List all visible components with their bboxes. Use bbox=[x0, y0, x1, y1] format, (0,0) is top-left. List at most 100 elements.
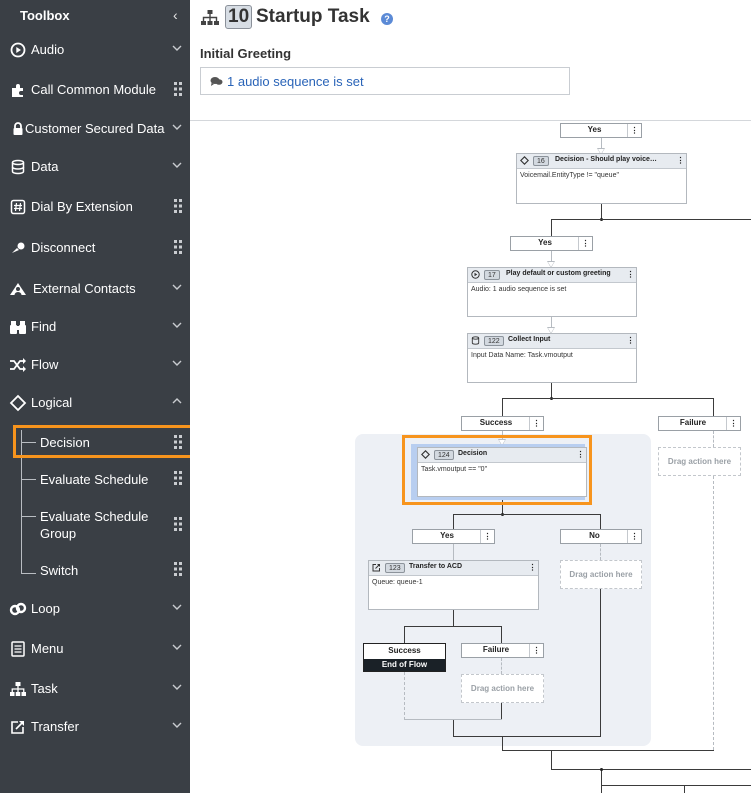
path-menu-icon[interactable]: ⋮ bbox=[529, 644, 543, 657]
toolbox-item-dial-by-extension[interactable]: Dial By Extension bbox=[0, 189, 190, 225]
path-failure[interactable]: Failure ⋮ bbox=[461, 643, 544, 658]
toolbox-item-external-contacts[interactable]: External Contacts bbox=[0, 271, 190, 307]
loop-icon bbox=[9, 600, 27, 618]
chevron-down-icon[interactable] bbox=[172, 122, 182, 132]
drag-grip-icon[interactable] bbox=[174, 471, 182, 485]
toolbox-item-transfer[interactable]: Transfer bbox=[0, 709, 190, 745]
drag-grip-icon[interactable] bbox=[174, 435, 182, 449]
action-collect-input-122[interactable]: 122 Collect Input ⋮ Input Data Name: Tas… bbox=[467, 333, 637, 383]
toolbox-item-label: Flow bbox=[31, 357, 59, 372]
connector-line bbox=[502, 750, 714, 751]
action-decision-16[interactable]: 16 Decision - Should play voice… ⋮ Voice… bbox=[516, 153, 687, 204]
path-menu-icon[interactable]: ⋮ bbox=[726, 417, 740, 430]
chevron-down-icon[interactable] bbox=[172, 720, 182, 730]
connector-line bbox=[551, 219, 751, 220]
chevron-down-icon[interactable] bbox=[172, 642, 182, 652]
toolbox-item-label: Transfer bbox=[31, 719, 79, 734]
action-header[interactable]: 124 Decision ⋮ bbox=[418, 448, 586, 463]
action-header[interactable]: 17 Play default or custom greeting ⋮ bbox=[468, 268, 636, 283]
action-transfer-acd-123[interactable]: 123 Transfer to ACD ⋮ Queue: queue-1 bbox=[368, 560, 539, 610]
path-menu-icon[interactable]: ⋮ bbox=[627, 530, 641, 543]
initial-greeting-field[interactable]: 1 audio sequence is set bbox=[200, 67, 570, 95]
drag-grip-icon[interactable] bbox=[174, 199, 182, 213]
action-menu-icon[interactable]: ⋮ bbox=[576, 450, 585, 459]
action-menu-icon[interactable]: ⋮ bbox=[528, 563, 537, 572]
toolbox-sidebar: Toolbox ‹ Audio Call Common Module Custo… bbox=[0, 0, 195, 793]
toolbox-item-switch[interactable]: Switch bbox=[0, 556, 190, 586]
toolbox-item-data[interactable]: Data bbox=[0, 149, 190, 185]
toolbox-item-decision[interactable]: Decision bbox=[0, 428, 190, 458]
drag-action-dropzone[interactable]: Drag action here bbox=[461, 674, 544, 703]
toolbox-item-task[interactable]: Task bbox=[0, 671, 190, 707]
arrow-down-icon bbox=[547, 261, 555, 268]
chevron-down-icon[interactable] bbox=[172, 602, 182, 612]
drag-grip-icon[interactable] bbox=[174, 517, 182, 531]
toolbox-item-call-common-module[interactable]: Call Common Module bbox=[0, 72, 190, 108]
drag-action-dropzone[interactable]: Drag action here bbox=[560, 560, 642, 589]
task-editor: 10 Startup Task ? Initial Greeting 1 aud… bbox=[190, 0, 751, 793]
drag-grip-icon[interactable] bbox=[174, 562, 182, 576]
toolbox-item-menu[interactable]: Menu bbox=[0, 631, 190, 667]
path-yes[interactable]: Yes ⋮ bbox=[412, 529, 495, 544]
path-menu-icon[interactable]: ⋮ bbox=[529, 417, 543, 430]
chevron-down-icon[interactable] bbox=[172, 160, 182, 170]
drag-grip-icon[interactable] bbox=[174, 82, 182, 96]
connector-line bbox=[501, 658, 502, 674]
toolbox-item-flow[interactable]: Flow bbox=[0, 347, 190, 383]
connector-line bbox=[551, 750, 552, 770]
path-menu-icon[interactable]: ⋮ bbox=[578, 237, 592, 250]
chevron-down-icon[interactable] bbox=[172, 282, 182, 292]
action-menu-icon[interactable]: ⋮ bbox=[626, 270, 635, 279]
path-menu-icon[interactable]: ⋮ bbox=[480, 530, 494, 543]
path-yes[interactable]: Yes ⋮ bbox=[510, 236, 593, 251]
path-label: Success bbox=[479, 418, 513, 427]
path-success-end-of-flow[interactable]: Success End of Flow bbox=[363, 643, 446, 672]
chevron-down-icon[interactable] bbox=[172, 358, 182, 368]
drag-grip-icon[interactable] bbox=[174, 240, 182, 254]
toolbox-item-evaluate-schedule[interactable]: Evaluate Schedule bbox=[0, 465, 190, 495]
toolbox-item-find[interactable]: Find bbox=[0, 309, 190, 345]
toolbox-item-audio[interactable]: Audio bbox=[0, 32, 190, 68]
connector-line bbox=[453, 720, 454, 737]
collapse-toolbox-icon[interactable]: ‹ bbox=[173, 7, 178, 23]
toolbox-item-label: Find bbox=[31, 319, 57, 334]
task-name[interactable]: Startup Task bbox=[256, 6, 370, 27]
toolbox-item-loop[interactable]: Loop bbox=[0, 591, 190, 627]
connector-line bbox=[404, 719, 502, 720]
chevron-up-icon[interactable] bbox=[172, 396, 182, 406]
path-yes[interactable]: Yes ⋮ bbox=[560, 123, 642, 138]
action-number: 124 bbox=[434, 450, 454, 460]
action-header[interactable]: 16 Decision - Should play voice… ⋮ bbox=[517, 154, 686, 169]
path-menu-icon[interactable]: ⋮ bbox=[627, 124, 641, 137]
action-body: Voicemail.EntityType != "queue" bbox=[520, 172, 619, 179]
action-header[interactable]: 122 Collect Input ⋮ bbox=[468, 334, 636, 349]
drag-action-dropzone[interactable]: Drag action here bbox=[658, 447, 741, 476]
chevron-down-icon[interactable] bbox=[172, 682, 182, 692]
action-name: Transfer to ACD bbox=[409, 563, 463, 570]
connector-line bbox=[453, 610, 454, 626]
play-circle-icon bbox=[471, 270, 480, 279]
chevron-down-icon[interactable] bbox=[172, 320, 182, 330]
path-failure[interactable]: Failure ⋮ bbox=[658, 416, 741, 431]
database-icon bbox=[471, 336, 480, 345]
path-success[interactable]: Success ⋮ bbox=[461, 416, 544, 431]
speech-bubbles-icon bbox=[210, 77, 223, 86]
toolbox-item-logical[interactable]: Logical bbox=[0, 385, 190, 421]
action-menu-icon[interactable]: ⋮ bbox=[626, 336, 635, 345]
toolbox-item-disconnect[interactable]: Disconnect bbox=[0, 230, 190, 266]
path-no[interactable]: No ⋮ bbox=[560, 529, 642, 544]
chevron-down-icon[interactable] bbox=[172, 43, 182, 53]
toolbox-item-customer-secured-data[interactable]: Customer Secured Data bbox=[0, 111, 190, 147]
toolbox-item-label: Switch bbox=[40, 563, 79, 578]
lock-icon bbox=[9, 120, 27, 138]
action-header[interactable]: 123 Transfer to ACD ⋮ bbox=[369, 561, 538, 576]
action-decision-124[interactable]: 124 Decision ⋮ Task.vmoutput == "0" bbox=[417, 447, 587, 497]
initial-greeting-value[interactable]: 1 audio sequence is set bbox=[227, 74, 364, 89]
action-play-audio-17[interactable]: 17 Play default or custom greeting ⋮ Aud… bbox=[467, 267, 637, 317]
action-menu-icon[interactable]: ⋮ bbox=[676, 156, 685, 165]
toolbox-item-label: Data bbox=[31, 159, 59, 174]
task-number-badge: 10 bbox=[225, 5, 253, 29]
toolbox-item-evaluate-schedule-group[interactable]: Evaluate Schedule Group bbox=[0, 502, 190, 548]
help-icon[interactable]: ? bbox=[381, 13, 393, 25]
connector-line bbox=[601, 204, 602, 219]
